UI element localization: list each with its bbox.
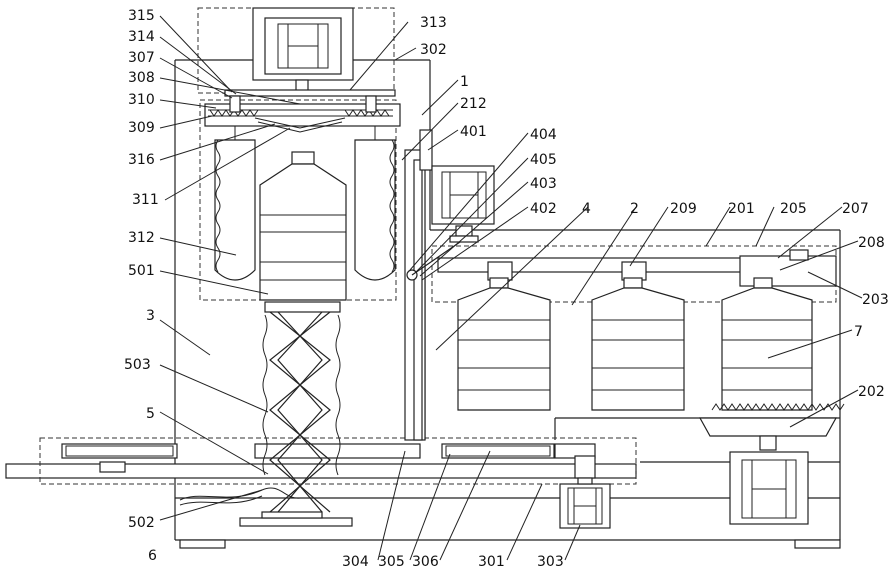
motor-bottom-right (730, 452, 808, 524)
label-6: 6 (148, 548, 157, 564)
scissor-lift (180, 302, 352, 526)
bottle-1 (458, 278, 550, 410)
label-308: 308 (128, 70, 155, 86)
label-310: 310 (128, 92, 155, 108)
label-313: 313 (420, 15, 447, 31)
label-403: 403 (530, 176, 557, 192)
label-5: 5 (146, 406, 155, 422)
label-304: 304 (342, 554, 369, 570)
label-303: 303 (537, 554, 564, 570)
label-316: 316 (128, 152, 155, 168)
motor-303 (560, 478, 610, 528)
bottle-center (260, 152, 346, 300)
label-503: 503 (124, 357, 151, 373)
label-401: 401 (460, 124, 487, 140)
label-2: 2 (630, 201, 639, 217)
label-212: 212 (460, 96, 487, 112)
label-312: 312 (128, 230, 155, 246)
label-501: 501 (128, 263, 155, 279)
label-205: 205 (780, 201, 807, 217)
label-305: 305 (378, 554, 405, 570)
label-208: 208 (858, 235, 885, 251)
label-311: 311 (132, 192, 159, 208)
label-207: 207 (842, 201, 869, 217)
label-301: 301 (478, 554, 505, 570)
bottle-2 (592, 278, 684, 410)
label-3: 3 (146, 308, 155, 324)
label-201: 201 (728, 201, 755, 217)
foot-left (180, 540, 225, 548)
label-309: 309 (128, 120, 155, 136)
tank-right (355, 126, 395, 280)
label-209: 209 (670, 201, 697, 217)
label-1: 1 (460, 74, 469, 90)
label-202: 202 (858, 384, 885, 400)
guide-column (405, 130, 432, 440)
label-307: 307 (128, 50, 155, 66)
label-315: 315 (128, 8, 155, 24)
label-502: 502 (128, 515, 155, 531)
label-4: 4 (582, 201, 591, 217)
foot-right (795, 540, 840, 548)
label-306: 306 (412, 554, 439, 570)
label-405: 405 (530, 152, 557, 168)
label-7: 7 (854, 324, 863, 340)
label-404: 404 (530, 127, 557, 143)
turntable-202 (700, 404, 844, 450)
label-203: 203 (862, 292, 889, 308)
label-302: 302 (420, 42, 447, 58)
bottle-row (458, 278, 812, 410)
label-314: 314 (128, 29, 155, 45)
label-402: 402 (530, 201, 557, 217)
tank-left (215, 126, 255, 280)
bottle-3 (722, 278, 812, 410)
